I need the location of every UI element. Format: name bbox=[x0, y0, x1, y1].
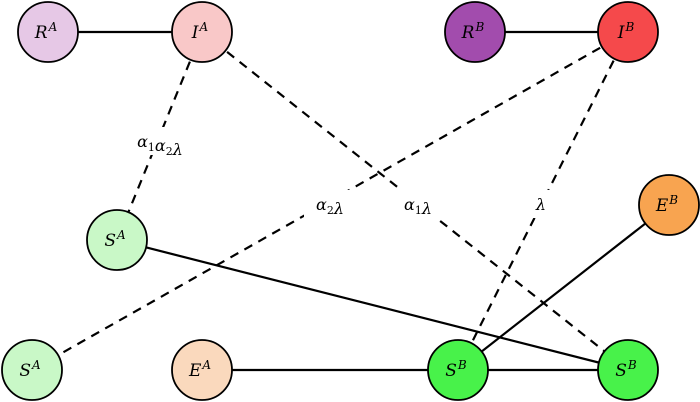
node-label: RB bbox=[461, 20, 485, 43]
node-circle bbox=[171, 1, 233, 63]
edge-label-background bbox=[526, 190, 556, 218]
node-label: SA bbox=[19, 358, 41, 381]
node-ia: IA bbox=[171, 1, 233, 63]
edge-label-text: α1λ bbox=[404, 195, 432, 218]
node-sa1: SA bbox=[86, 209, 148, 271]
node-circle bbox=[638, 174, 700, 236]
node-circle bbox=[17, 1, 79, 63]
node-label: IA bbox=[191, 20, 209, 43]
node-sb2: SB bbox=[597, 339, 659, 401]
node-circle bbox=[444, 1, 506, 63]
edge-label-lam: λ bbox=[526, 190, 556, 218]
node-label: IB bbox=[617, 20, 635, 43]
node-circle bbox=[1, 339, 63, 401]
node-label: SB bbox=[445, 358, 467, 381]
edge-label-a1: α1λ bbox=[392, 190, 444, 218]
node-circle bbox=[597, 1, 659, 63]
node-label: RA bbox=[34, 20, 58, 43]
node-label: SA bbox=[104, 228, 126, 251]
node-eb: EB bbox=[638, 174, 700, 236]
edge-sb1-eb bbox=[457, 204, 670, 371]
node-label: EB bbox=[655, 193, 678, 216]
node-sb1: SB bbox=[427, 339, 489, 401]
edge-label-text: λ bbox=[535, 195, 546, 214]
edge-sa1-sb2 bbox=[116, 238, 629, 372]
edge-label-background bbox=[304, 190, 356, 218]
node-label: EA bbox=[188, 358, 211, 381]
node-circle bbox=[427, 339, 489, 401]
node-ib: IB bbox=[597, 1, 659, 63]
edge-labels-layer: α1α2λ α1λ α2λ λ bbox=[123, 127, 556, 218]
node-circle bbox=[86, 209, 148, 271]
edge-label-a1a2: α1α2λ bbox=[123, 127, 197, 159]
edge-label-text: α1α2λ bbox=[137, 132, 183, 159]
node-circle bbox=[597, 339, 659, 401]
node-label: SB bbox=[615, 358, 637, 381]
edge-label-text: α2λ bbox=[316, 195, 344, 218]
node-sa2: SA bbox=[1, 339, 63, 401]
edge-label-background bbox=[392, 190, 444, 218]
node-rb: RB bbox=[444, 1, 506, 63]
node-circle bbox=[171, 339, 233, 401]
node-ra: RA bbox=[17, 1, 79, 63]
edge-ia-sb2 bbox=[201, 31, 629, 371]
edge-label-background bbox=[123, 127, 197, 155]
node-ea: EA bbox=[171, 339, 233, 401]
edge-label-a2: α2λ bbox=[304, 190, 356, 218]
